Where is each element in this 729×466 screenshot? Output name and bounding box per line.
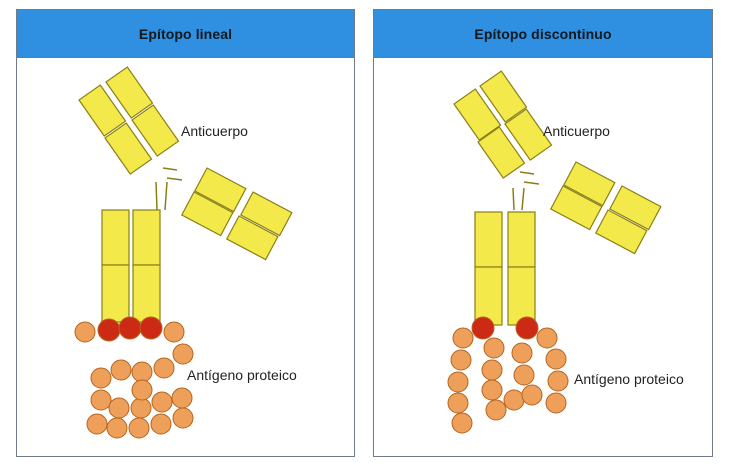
panel-linear-epitope: Epítopo lineal Anticuerpo xyxy=(16,9,355,457)
fab-domain xyxy=(594,209,648,255)
protein-antigen xyxy=(74,316,194,439)
antibody-label: Anticuerpo xyxy=(181,123,248,139)
fc-domain xyxy=(132,264,161,323)
fab-domain xyxy=(78,84,127,137)
antibody xyxy=(453,70,662,326)
fc-domain xyxy=(474,211,503,268)
fc-domain xyxy=(101,264,130,323)
panel-header: Epítopo lineal xyxy=(17,10,354,58)
fab-domain xyxy=(562,161,616,207)
fab-domain xyxy=(105,66,154,119)
fab-domain xyxy=(608,185,662,231)
fab-domain xyxy=(225,215,279,261)
fab-domain xyxy=(453,88,502,141)
linear-epitope-diagram: Anticuerpo Antígeno proteico xyxy=(74,66,297,439)
antigen-label: Antígeno proteico xyxy=(574,371,684,387)
fab-domain xyxy=(131,104,180,157)
hinge-line xyxy=(512,171,540,211)
protein-antigen xyxy=(447,316,569,434)
fc-domain xyxy=(132,209,161,266)
antigen-label: Antígeno proteico xyxy=(187,367,297,383)
antibody-label: Anticuerpo xyxy=(543,123,610,139)
fab-domain xyxy=(104,122,153,175)
fab-domain xyxy=(180,191,234,237)
fab-domain xyxy=(239,191,293,237)
fc-domain xyxy=(101,209,130,266)
panel-header: Epítopo discontinuo xyxy=(374,10,712,58)
fab-domain xyxy=(479,70,528,123)
panel-title: Epítopo discontinuo xyxy=(474,25,612,42)
fab-domain xyxy=(477,126,526,179)
fab-domain xyxy=(549,185,603,231)
fc-domain xyxy=(507,211,536,268)
panel-discontinuous-epitope: Epítopo discontinuo Anticuerpo xyxy=(373,9,713,457)
hinge-line xyxy=(155,167,183,211)
fc-domain xyxy=(507,266,536,326)
discontinuous-epitope-diagram: Anticuerpo Antígeno proteico xyxy=(447,70,684,434)
panel-title: Epítopo lineal xyxy=(138,25,233,42)
antibody xyxy=(78,66,293,323)
fab-domain xyxy=(193,167,247,213)
fab-domain xyxy=(504,108,553,161)
fc-domain xyxy=(474,266,503,326)
